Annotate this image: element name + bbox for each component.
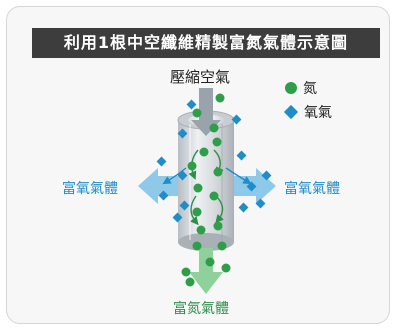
oxygen-output-right-label: 富氧氣體 — [284, 181, 340, 197]
nitrogen-molecule — [185, 277, 195, 287]
oxygen-molecule — [186, 99, 197, 110]
oxygen-molecule — [179, 200, 190, 211]
nitrogen-molecule — [212, 137, 222, 147]
nitrogen-molecule — [192, 108, 202, 118]
nitrogen-molecule — [181, 267, 191, 277]
legend-oxygen-label: 氧氣 — [304, 105, 332, 121]
nitrogen-molecule — [209, 123, 219, 133]
nitrogen-molecule — [213, 167, 223, 177]
oxygen-molecule — [255, 198, 266, 209]
oxygen-molecule — [236, 150, 247, 161]
nitrogen-molecule — [209, 191, 219, 201]
nitrogen-molecule — [221, 263, 231, 273]
oxygen-molecules — [156, 99, 272, 223]
nitrogen-molecule — [192, 241, 202, 251]
legend-nitrogen-label: 氮 — [303, 81, 317, 97]
nitrogen-molecule — [187, 161, 197, 171]
oxygen-molecule — [158, 190, 169, 201]
nitrogen-molecule — [217, 241, 227, 251]
legend-nitrogen: 氮 — [285, 78, 317, 98]
nitrogen-molecule — [199, 147, 209, 157]
left-oxygen-arrow — [138, 168, 182, 204]
nitrogen-molecule — [196, 225, 206, 235]
oxygen-molecule — [177, 128, 188, 139]
oxygen-molecule — [231, 114, 242, 125]
nitrogen-molecules — [181, 93, 231, 287]
oxygen-molecule — [238, 202, 249, 213]
oxygen-molecule — [246, 181, 257, 192]
oxygen-molecule — [156, 156, 167, 167]
oxygen-output-left-label: 富氧氣體 — [62, 181, 118, 197]
nitrogen-molecule — [192, 207, 202, 217]
nitrogen-molecule — [213, 221, 223, 231]
nitrogen-molecule — [205, 257, 215, 267]
oxygen-molecule — [172, 212, 183, 223]
oxygen-molecule — [261, 170, 272, 181]
oxygen-molecule — [177, 170, 188, 181]
diagram-title: 利用1根中空纖維精製富氮氣體示意圖 — [32, 28, 380, 58]
nitrogen-dot-icon — [285, 82, 297, 94]
nitrogen-output-label: 富氮氣體 — [173, 301, 229, 317]
input-label: 壓縮空氣 — [170, 68, 231, 86]
nitrogen-molecule — [193, 183, 203, 193]
legend-oxygen: 氧氣 — [283, 102, 332, 122]
nitrogen-molecule — [215, 93, 225, 103]
nitrogen-output-arrow — [189, 248, 223, 294]
